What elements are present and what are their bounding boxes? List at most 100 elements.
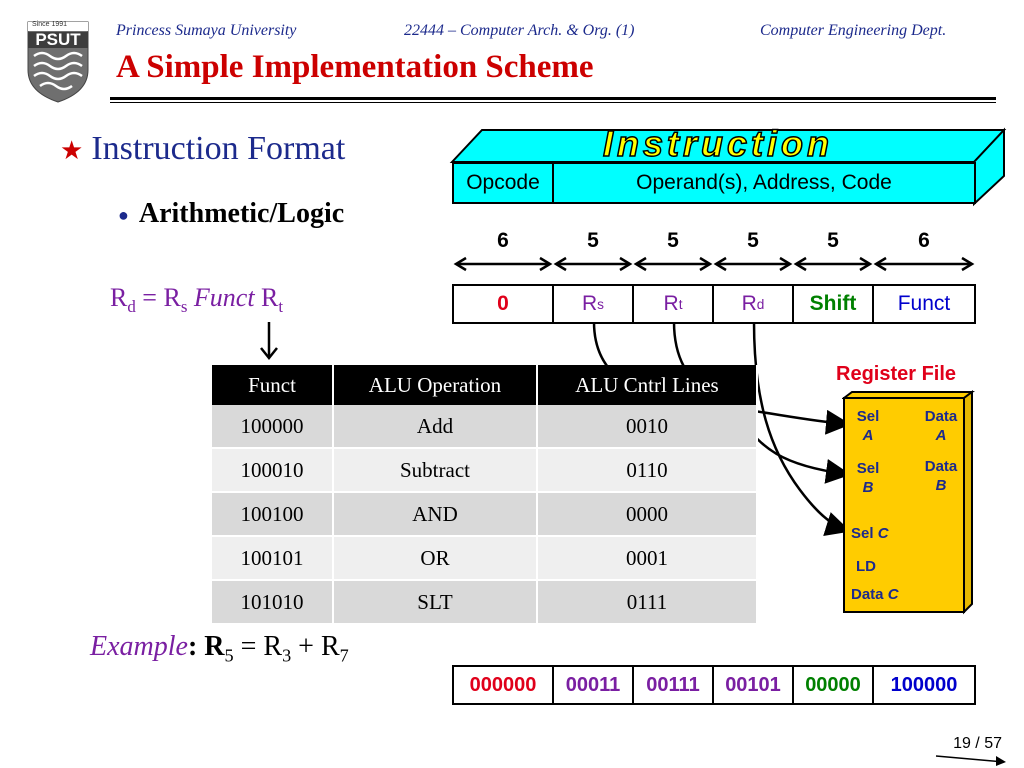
title-rule-thin [110,102,996,103]
reg-data-a: Data A [918,407,964,445]
table-row: 100000 Add 0010 [212,405,758,449]
example-bit-box: 00111 [632,665,714,705]
field-label-sub: s [597,296,604,312]
double-arrow-icon [453,256,553,272]
reg-data-a-text: Data [924,408,958,425]
eq-rd: R [110,283,128,312]
table-row: 100101 OR 0001 [212,536,758,581]
reg-data-c-text: Data [851,586,884,603]
table-header-row: Funct ALU Operation ALU Cntrl Lines [212,365,758,405]
table-cell: 0010 [537,405,758,449]
reg-ld: LD [856,558,876,575]
example-part: : R [187,631,225,662]
table-row: 100100 AND 0000 [212,492,758,537]
opcode-field: Opcode [452,162,554,204]
reg-sel-b-text: Sel [856,460,880,477]
register-file-label: Register File [836,363,957,385]
example-part: = R [233,631,283,662]
example-sub: 7 [339,645,349,666]
example-part: + R [291,631,340,662]
bullet-arithmetic-logic: ●Arithmetic/Logic [118,198,344,230]
header-university: Princess Sumaya University [116,22,297,39]
table-cell: OR [333,536,538,581]
field-label: Shift [809,292,857,315]
example-bit-box: 00011 [552,665,634,705]
table-row: 101010 SLT 0111 [212,580,758,625]
reg-data-b-text: Data [924,458,958,475]
funct-table: Funct ALU Operation ALU Cntrl Lines 1000… [212,365,758,625]
eq-rt: R [261,283,279,312]
logo-text: PSUT [35,30,81,49]
double-arrow-icon [633,256,713,272]
instruction-banner: Instruction [602,123,833,165]
double-arrow-icon [873,256,975,272]
table-cell: 0001 [537,536,758,581]
down-arrow-icon [260,322,278,361]
example-bit-box: 000000 [452,665,554,705]
table-header-funct: Funct [212,365,334,405]
dot-bullet-icon: ● [118,205,129,226]
field-label: 0 [497,292,509,315]
field-label: Funct [897,292,951,315]
table-cell: 0000 [537,492,758,537]
table-header-alu-operation: ALU Operation [333,365,538,405]
field-label-sub: d [756,296,765,312]
field-box: 0 [452,284,554,324]
reg-sel-a-letter: A [862,427,874,444]
eq-funct: Funct [187,283,262,312]
reg-sel-b-letter: B [862,479,874,496]
equation: Rd = Rs Funct Rt [110,283,283,317]
bit-width-arrows [453,256,975,272]
eq-equals: = R [135,283,181,312]
reg-sel-c-text: Sel [851,525,874,542]
operands-field: Operand(s), Address, Code [552,162,976,204]
bit-width-label: 5 [587,229,599,252]
page-number-arrow-icon [935,755,1006,766]
bit-width-label: 6 [918,229,930,252]
example-equation: Example: R5 = R3 + R7 [90,631,349,667]
table-cell: Subtract [333,448,538,493]
table-cell: 101010 [212,580,334,625]
example-bit-box: 00000 [792,665,874,705]
field-label-sub: t [678,296,683,312]
eq-rs-sub: s [180,297,188,317]
double-arrow-icon [713,256,793,272]
bit-width-label: 5 [827,229,839,252]
field-label: R [663,292,679,315]
reg-sel-a: Sel A [850,407,886,445]
reg-data-c: Data C [851,585,899,604]
table-row: 100010 Subtract 0110 [212,448,758,493]
instruction-box [449,127,1007,207]
table-cell: AND [333,492,538,537]
page-number: 19 / 57 [953,735,1002,752]
table-cell: 0111 [537,580,758,625]
header-dept: Computer Engineering Dept. [760,22,947,39]
field-box: Shift [792,284,874,324]
reg-data-b-letter: B [935,477,947,494]
table-cell: 100100 [212,492,334,537]
bit-width-label: 5 [747,229,759,252]
table-cell: 100010 [212,448,334,493]
example-sub: 5 [224,645,234,666]
field-label: R [582,292,598,315]
reg-sel-c: Sel C [851,524,889,543]
field-box: Funct [872,284,976,324]
field-label: R [741,292,757,315]
table-cell: 100101 [212,536,334,581]
eq-rd-sub: d [127,297,136,317]
table-cell: 100000 [212,405,334,449]
header-course: 22444 – Computer Arch. & Org. (1) [404,22,635,39]
table-cell: SLT [333,580,538,625]
title-rule [110,97,996,100]
example-expr: : R5 = R3 + R7 [187,631,349,666]
reg-sel-c-letter: C [877,525,889,542]
reg-data-a-letter: A [935,427,947,444]
page-title: A Simple Implementation Scheme [116,49,594,85]
bit-width-label: 6 [497,229,509,252]
table-cell: Add [333,405,538,449]
bit-width-label: 5 [667,229,679,252]
table-cell: 0110 [537,448,758,493]
example-label: Example [90,631,188,662]
